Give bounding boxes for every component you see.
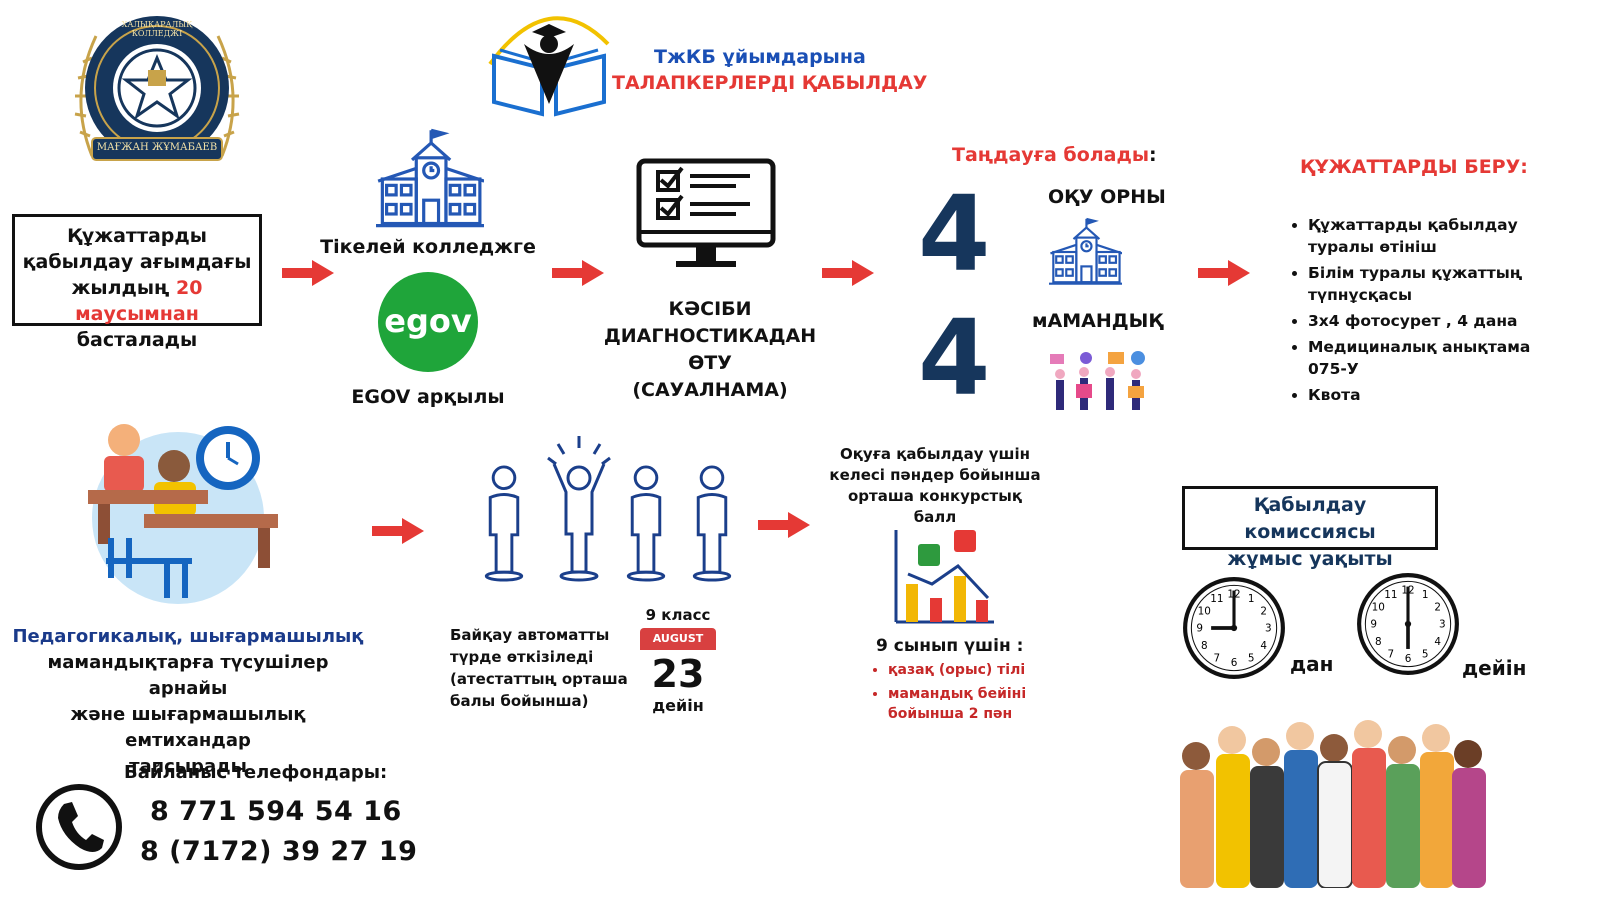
team-illustration <box>1046 350 1156 426</box>
direct-college-label: Тікелей колледжге <box>320 236 536 258</box>
clock-number: 2 <box>1260 605 1267 617</box>
document-item: Медициналық анықтама 075-У <box>1308 336 1538 380</box>
creative-exams-text: Педагогикалық, шығармашылық мамандықтарғ… <box>6 624 370 780</box>
from-label: дан <box>1290 652 1334 676</box>
choose-title-text: Таңдауға болады <box>952 144 1150 166</box>
clock-number: 8 <box>1375 636 1382 648</box>
monitor-checklist-icon <box>636 158 776 274</box>
to-label: дейін <box>1462 656 1527 680</box>
egov-icon: egov <box>378 272 478 372</box>
contest-people-illustration <box>478 434 740 580</box>
diagnostics-line-2: ДИАГНОСТИКАДАН ӨТУ <box>603 325 817 374</box>
creative-line-2: мамандықтарға түсушілер арнайы <box>47 652 329 699</box>
calendar-day: 23 <box>651 652 705 696</box>
institutions-label: ОҚУ ОРНЫ <box>1048 186 1166 208</box>
clock-number: 10 <box>1372 601 1385 613</box>
specialties-label: мАМАНДЫҚ <box>1032 310 1164 332</box>
clock-number: 8 <box>1201 640 1208 652</box>
document-item: 3х4 фотосурет , 4 дана <box>1308 310 1538 332</box>
arrow-right-icon <box>758 512 810 538</box>
header-line-2: ТАЛАПКЕРЛЕРДІ ҚАБЫЛДАУ <box>612 72 928 94</box>
clock-number: 5 <box>1248 652 1255 664</box>
clock-number: 4 <box>1260 640 1267 652</box>
calendar-until: дейін <box>652 696 704 715</box>
clock-number: 6 <box>1231 657 1238 669</box>
creative-line-3: және шығармашылық емтихандар <box>70 704 306 751</box>
school-icon <box>374 126 484 232</box>
clock-number: 7 <box>1388 648 1395 660</box>
arrow-right-icon <box>552 260 604 286</box>
count-institutions: 4 <box>918 173 991 295</box>
choose-colon: : <box>1149 144 1157 166</box>
commission-line-2: жұмыс уақыты <box>1227 548 1393 570</box>
clock-number: 3 <box>1265 623 1272 635</box>
clock-number: 7 <box>1214 652 1221 664</box>
clock-number: 1 <box>1422 589 1429 601</box>
students-group-illustration <box>1170 716 1490 892</box>
clock-number: 1 <box>1248 593 1255 605</box>
creative-line-4: тапсырады <box>129 756 247 777</box>
choose-title: Таңдауға болады: <box>952 144 1157 166</box>
logo-ribbon-text: МАҒЖАН ЖҰМАБАЕВ <box>96 142 218 153</box>
clock-from-icon: 111098765432112 <box>1182 576 1286 680</box>
subject-item: мамандық бейіні бойынша 2 пән <box>888 684 1048 724</box>
clock-number: 9 <box>1196 623 1203 635</box>
phone-icon <box>34 782 124 872</box>
clock-number: 9 <box>1370 619 1377 631</box>
clock-number: 6 <box>1405 653 1412 665</box>
clock-to-icon: 111098765432112 <box>1356 572 1460 676</box>
diagnostics-line-1: КӘСІБИ <box>668 298 752 320</box>
document-item: Квота <box>1308 384 1538 406</box>
clock-number: 10 <box>1198 605 1211 617</box>
clock-number: 3 <box>1439 619 1446 631</box>
start-text-2: басталады <box>76 329 198 351</box>
clock-number: 2 <box>1434 601 1441 613</box>
arrow-right-icon <box>1198 260 1250 286</box>
start-date-box: Құжаттарды қабылдау ағымдағы жылдың 20 м… <box>12 214 262 351</box>
calendar-month: AUGUST <box>640 628 716 650</box>
count-specialties: 4 <box>918 297 991 419</box>
subject-item: қазақ (орыс) тілі <box>888 660 1048 680</box>
document-item: Білім туралы құжаттың түпнұсқасы <box>1308 262 1538 306</box>
start-day: 20 <box>176 277 203 299</box>
phone-number-1[interactable]: 8 771 594 54 16 <box>150 796 402 827</box>
arrow-right-icon <box>282 260 334 286</box>
egov-logo-text: egov <box>384 302 472 340</box>
bar-chart-icon <box>892 528 996 628</box>
start-month: маусымнан <box>75 303 199 325</box>
scores-subjects: қазақ (орыс) тілі мамандық бейіні бойынш… <box>868 660 1048 728</box>
classroom-illustration <box>78 418 290 610</box>
clock-number: 4 <box>1434 636 1441 648</box>
clock-number: 11 <box>1210 593 1223 605</box>
grade-9-label: 9 сынып үшін : <box>876 636 1024 656</box>
creative-line-1: Педагогикалық, шығармашылық <box>12 626 364 647</box>
admission-emblem <box>484 4 614 124</box>
egov-label: EGOV арқылы <box>351 386 505 408</box>
contest-text: Байқау автоматты түрде өткізіледі (атест… <box>450 626 628 710</box>
diagnostics-line-3: (САУАЛНАМА) <box>632 379 788 401</box>
start-text-1: Құжаттарды қабылдау ағымдағы жылдың <box>22 225 252 299</box>
logo-arc-text: ХАЛЫҚАРАЛЫҚ КОЛЛЕДЖІ <box>121 20 193 38</box>
documents-title: ҚҰЖАТТАРДЫ БЕРУ: <box>1300 156 1528 178</box>
school-icon <box>1048 216 1122 288</box>
calendar-icon: AUGUST 23 <box>640 628 716 698</box>
contacts-title: Байланыс телефондары: <box>124 762 388 783</box>
clock-number: 5 <box>1422 648 1429 660</box>
document-item: Құжаттарды қабылдау туралы өтініш <box>1308 214 1538 258</box>
grade-label: 9 класс <box>645 606 711 624</box>
commission-line-1: Қабылдау комиссиясы <box>1244 494 1376 543</box>
phone-number-2[interactable]: 8 (7172) 39 27 19 <box>140 836 418 867</box>
clock-number: 11 <box>1384 589 1397 601</box>
college-logo: МАҒЖАН ЖҰМАБАЕВ ХАЛЫҚАРАЛЫҚ КОЛЛЕДЖІ <box>62 6 252 176</box>
commission-hours-box: Қабылдау комиссиясы жұмыс уақыты <box>1182 486 1438 570</box>
header-line-1: ТжКБ ұйымдарына <box>654 46 866 68</box>
scores-text: Оқуға қабылдау үшін келесі пәндер бойынш… <box>829 445 1041 526</box>
arrow-right-icon <box>822 260 874 286</box>
arrow-right-icon <box>372 518 424 544</box>
diagnostics-label: КӘСІБИ ДИАГНОСТИКАДАН ӨТУ (САУАЛНАМА) <box>580 296 840 404</box>
documents-list: Құжаттарды қабылдау туралы өтініш Білім … <box>1288 214 1538 410</box>
